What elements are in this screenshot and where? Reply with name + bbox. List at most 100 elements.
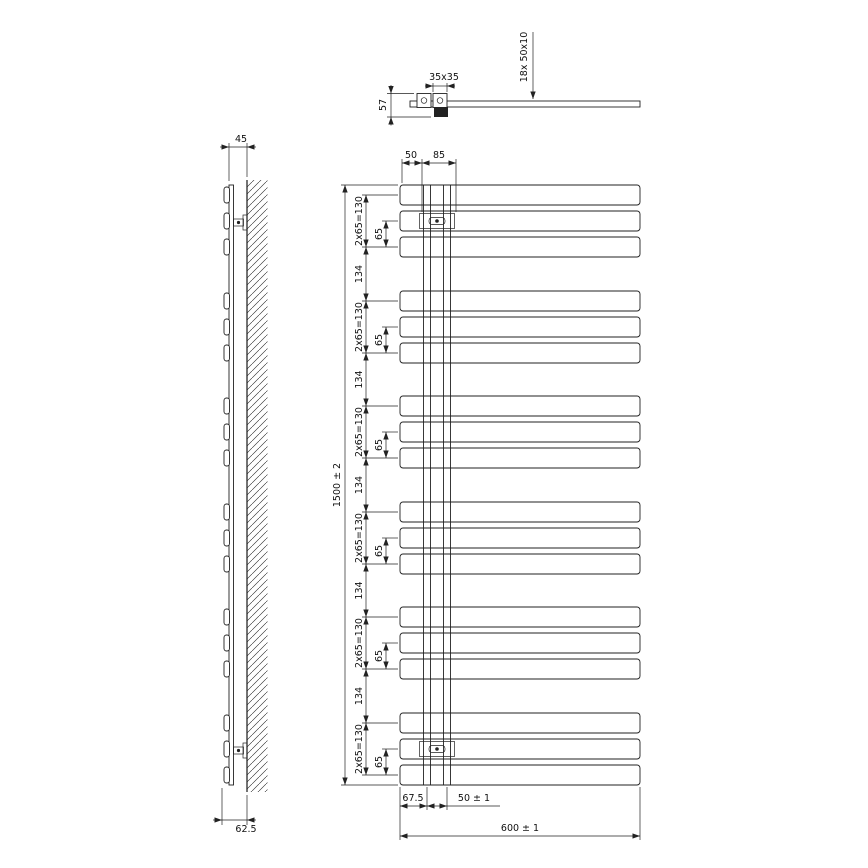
bracket-plate-left: [416, 93, 432, 108]
bracket-arm: [233, 218, 244, 227]
dim-label: 65: [374, 756, 385, 768]
dim-label-top-right: 85: [433, 150, 445, 161]
bar-end-side: [223, 634, 230, 652]
bar-end-side: [223, 503, 230, 521]
dim-bracket-depth: 57: [378, 85, 431, 126]
bar-end-side: [223, 344, 230, 362]
bar-end-side: [223, 292, 230, 310]
radiator-bar: [399, 527, 641, 549]
bar-end-side: [223, 186, 230, 204]
bar-end-side: [223, 555, 230, 573]
dim-label: 65: [374, 545, 385, 557]
dim-side-depth: 45: [220, 134, 256, 181]
bar-end-side: [223, 449, 230, 467]
bracket-outline: [419, 213, 455, 229]
wall-hatch: [247, 180, 268, 792]
bracket-slot: [428, 745, 446, 753]
radiator-bar: [399, 316, 641, 338]
radiator-bar: [399, 447, 641, 469]
radiator-bar: [399, 210, 641, 232]
radiator-bar: [399, 236, 641, 258]
radiator-bar: [399, 764, 641, 786]
dim-label: 2x65=130: [354, 724, 365, 774]
bracket-outline: [419, 741, 455, 757]
screw-hole-left: [420, 97, 428, 104]
bracket-arm: [233, 746, 244, 755]
bracket-slot: [428, 217, 446, 225]
radiator-bar: [399, 184, 641, 206]
radiator-bar: [399, 632, 641, 654]
bar-end-side: [223, 212, 230, 230]
dim-overall-height: 1500 ± 2: [332, 184, 398, 786]
dim-label: 134: [354, 687, 365, 705]
dim-label-wall-offset: 62.5: [235, 824, 256, 835]
dim-label: 65: [374, 334, 385, 346]
bracket-screw: [435, 219, 439, 223]
dim-label-pipe-offset: 67.5: [402, 793, 423, 804]
side-profile: [228, 184, 234, 786]
dim-label: 2x65=130: [354, 513, 365, 563]
bar-end-side: [223, 766, 230, 784]
radiator-bars: [399, 184, 641, 786]
radiator-bar: [399, 553, 641, 575]
radiator-bar: [399, 395, 641, 417]
wall-bracket-arm: [434, 107, 448, 117]
radiator-bar: [399, 501, 641, 523]
dim-label-top-left: 50: [405, 150, 417, 161]
bar-end-side: [223, 714, 230, 732]
radiator-bar: [399, 738, 641, 760]
dim-chains: 2x65=130 65 2x65=130 65 2x65=130 65 2x65=130 65…: [354, 194, 398, 776]
bar-end-side: [223, 423, 230, 441]
bracket-screw: [236, 748, 241, 753]
dim-label-overall-width: 600 ± 1: [501, 823, 539, 834]
dim-bottom: 67.5 50 ± 1 600 ± 1: [399, 787, 641, 840]
bar-end-side: [223, 238, 230, 256]
dim-label-bracket-depth: 57: [378, 99, 389, 111]
radiator-bar: [399, 606, 641, 628]
bracket-wall-plate: [242, 214, 248, 231]
radiator-bar: [399, 421, 641, 443]
collector-pipes: [423, 185, 451, 785]
bar-end-side: [223, 397, 230, 415]
dim-top-offsets: 50 85: [401, 150, 457, 212]
side-bracket-top: [233, 214, 248, 231]
top-detail-view: 57 35x35 18x 50x10: [378, 32, 641, 126]
bar-end-side: [223, 660, 230, 678]
bar-spec-callout: 18x 50x10: [519, 32, 536, 99]
dim-label-overall-height: 1500 ± 2: [332, 463, 343, 507]
dim-wall-offset: 62.5: [213, 788, 257, 835]
bracket-screw: [236, 220, 241, 225]
dim-label: 2x65=130: [354, 196, 365, 246]
dim-label-pipe-spacing: 50 ± 1: [458, 793, 490, 804]
side-view: 45 62.5: [213, 134, 268, 835]
front-bracket-bottom: [419, 741, 455, 757]
dim-label: 65: [374, 650, 385, 662]
bracket-plate-right: [432, 93, 448, 108]
dim-bracket-plate: 35x35: [425, 72, 459, 92]
bar-top-view: [409, 100, 641, 108]
radiator-bar: [399, 342, 641, 364]
dim-label: 134: [354, 581, 365, 599]
bracket-wall-plate: [242, 742, 248, 759]
dim-label: 2x65=130: [354, 407, 365, 457]
dim-label: 65: [374, 439, 385, 451]
bar-end-side: [223, 608, 230, 626]
dim-label: 2x65=130: [354, 302, 365, 352]
dim-label: 134: [354, 370, 365, 388]
bar-end-side: [223, 740, 230, 758]
front-bracket-top: [419, 213, 455, 229]
dim-label: 134: [354, 265, 365, 283]
side-bracket-bottom: [233, 742, 248, 759]
dim-label: 134: [354, 476, 365, 494]
dim-label-side-depth: 45: [235, 134, 247, 145]
dim-label: 2x65=130: [354, 618, 365, 668]
bar-end-side: [223, 529, 230, 547]
dim-label-bracket-plate: 35x35: [429, 72, 459, 83]
radiator-bar: [399, 290, 641, 312]
bracket-screw: [435, 747, 439, 751]
screw-hole-right: [436, 97, 444, 104]
bar-end-side: [223, 318, 230, 336]
